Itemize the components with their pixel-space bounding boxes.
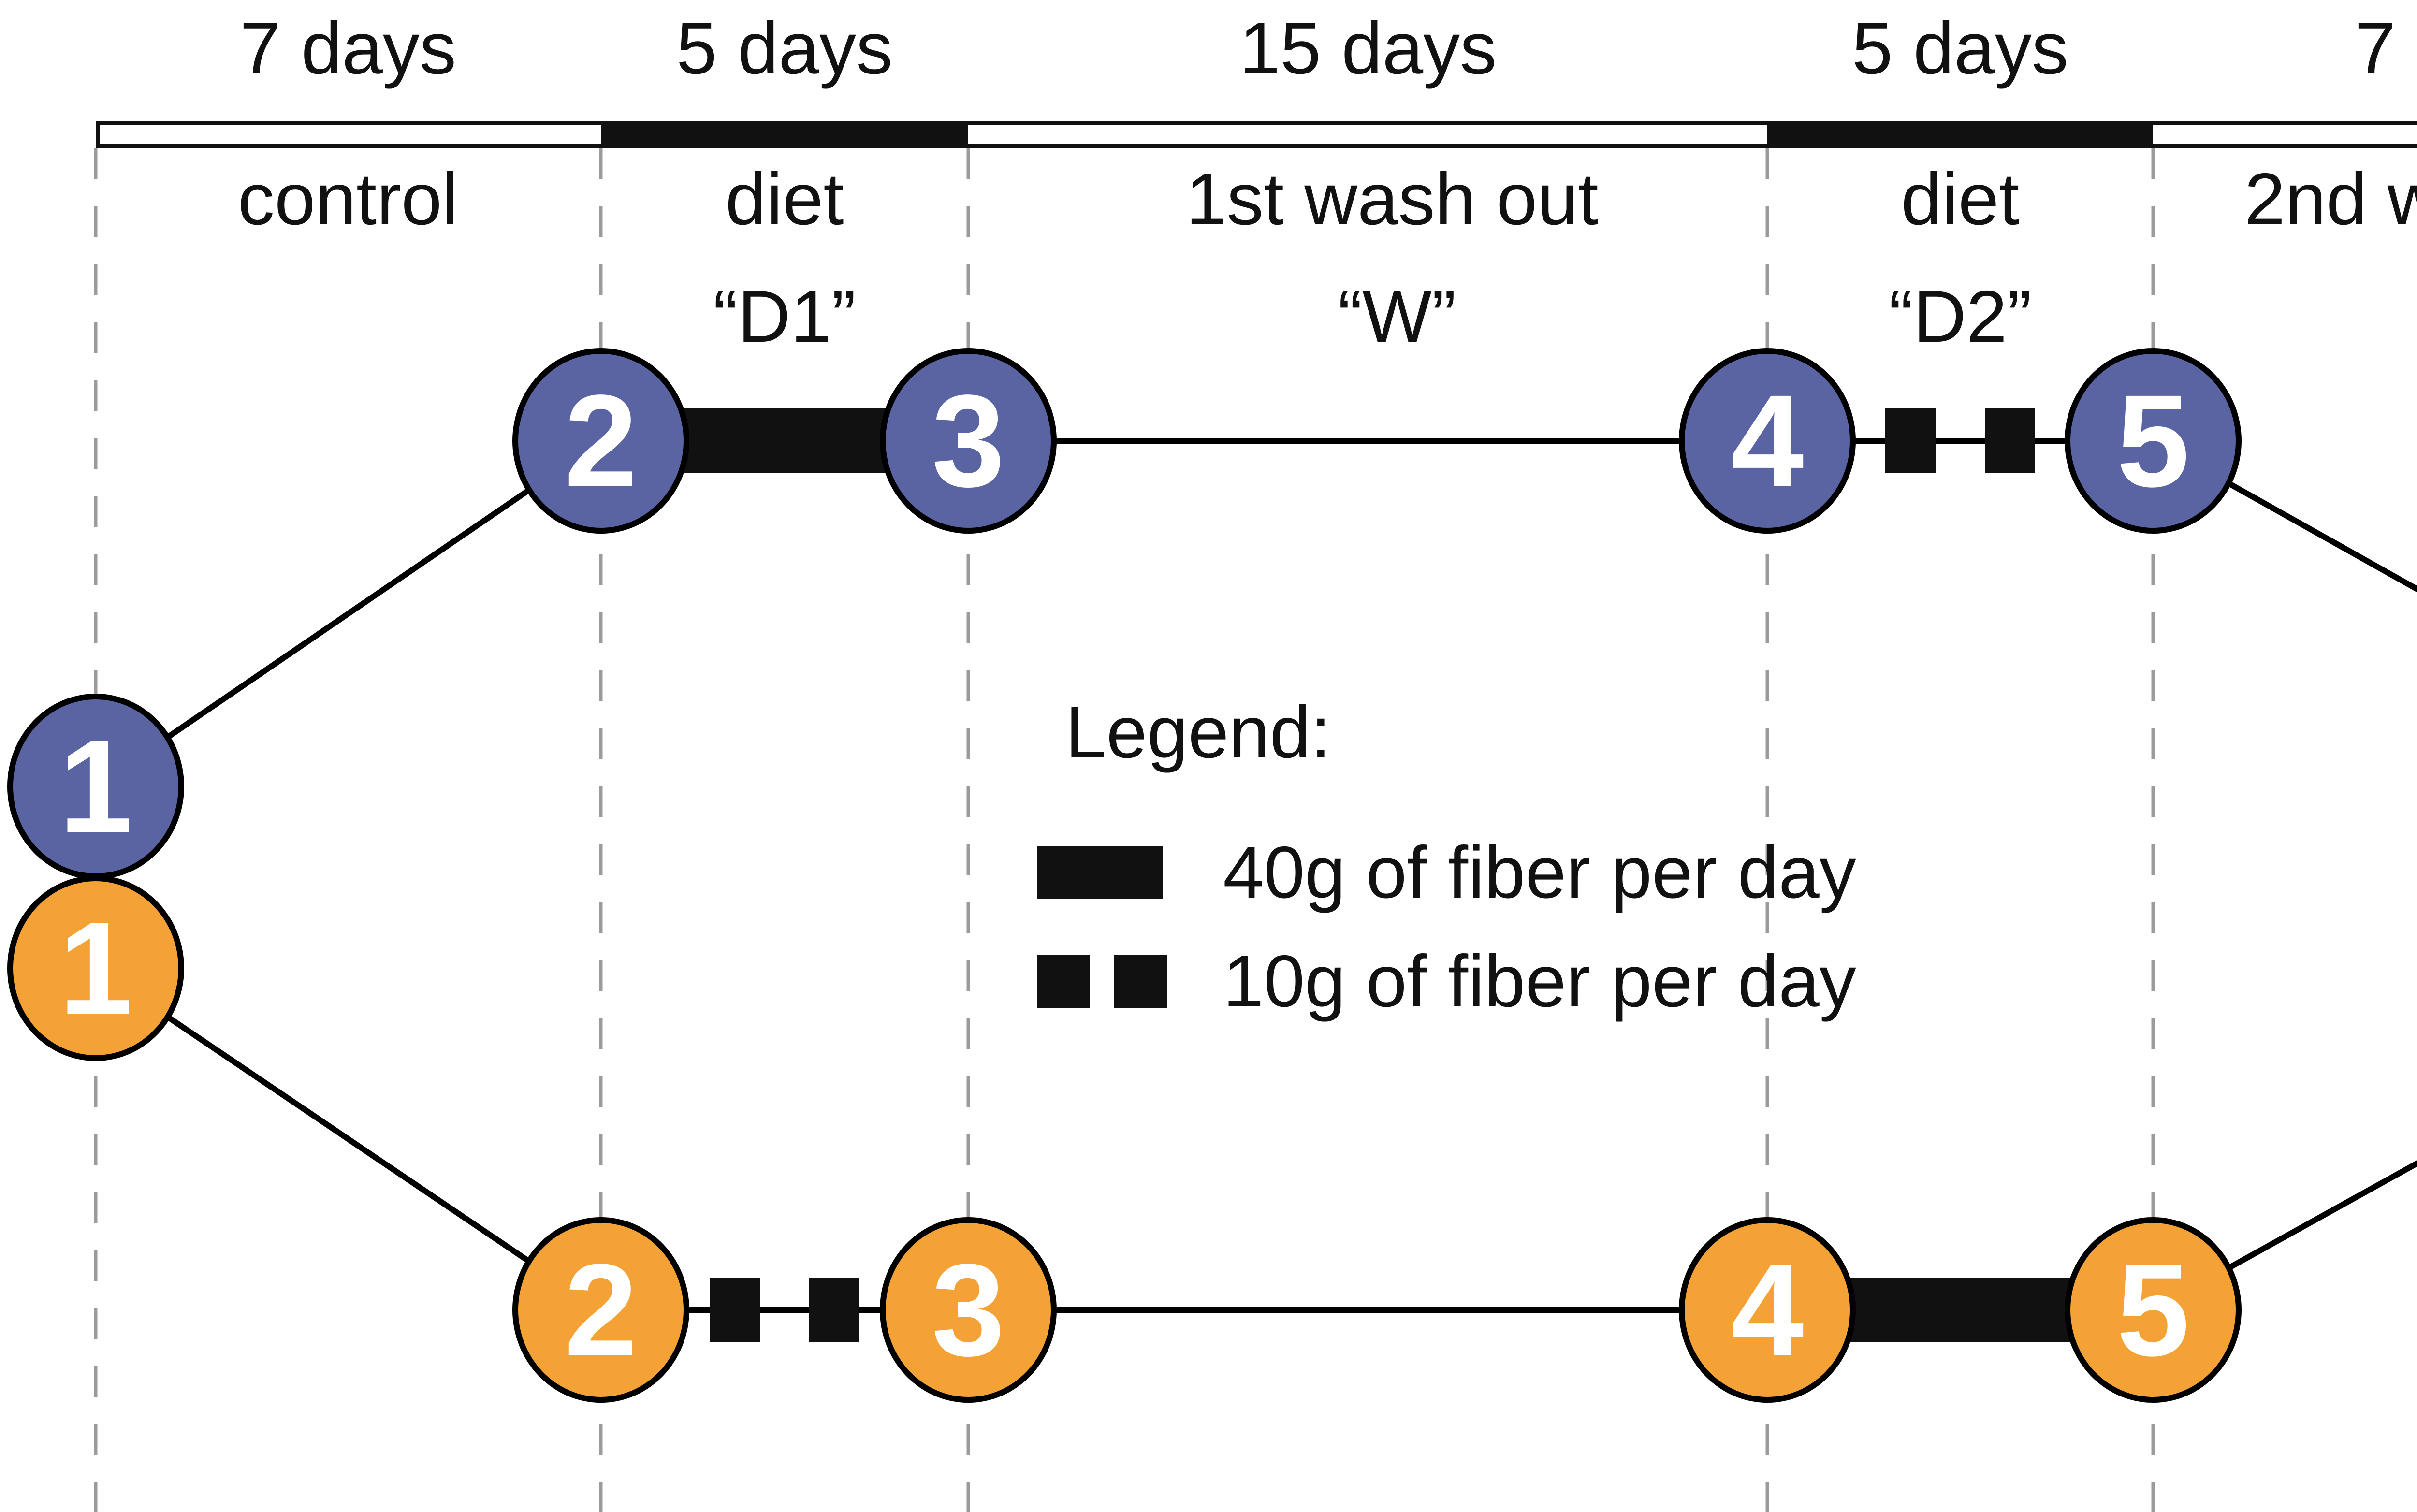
fiber-10g-dash-arm-a-1 [1885, 408, 1936, 473]
duration-label-diet2: 5 days [1852, 7, 2068, 89]
legend-title: Legend: [1065, 691, 1331, 773]
phase-label-control: control [237, 158, 459, 240]
legend-10g-square-swatch-1 [1037, 955, 1090, 1008]
timeline-diet2-segment [1767, 121, 2153, 148]
period-code-w: “W” [1338, 276, 1456, 358]
phase-label-washout2: 2nd wash out [2244, 158, 2417, 240]
fiber-10g-dashes [710, 408, 2035, 1342]
arm-b-link-5-6 [2152, 1160, 2417, 1313]
fiber-10g-dash-arm-b-2 [809, 1278, 859, 1342]
legend-40g-bar-swatch [1037, 846, 1163, 899]
phase-label-washout1: 1st wash out [1186, 158, 1599, 240]
arm-a-node-4: 4 [1679, 348, 1856, 534]
phase-label-diet1: diet [725, 158, 844, 240]
arm-b-link-1-2 [94, 966, 603, 1312]
arm-a-link-1-2 [94, 438, 603, 789]
legend-item-10g-label: 10g of fiber per day [1223, 940, 1856, 1022]
arm-b-node-2: 2 [512, 1217, 689, 1403]
fiber-10g-dash-arm-b-1 [710, 1278, 760, 1342]
arm-b-node-4: 4 [1679, 1217, 1856, 1403]
timeline-bar [96, 121, 2417, 148]
arm-a-node-3: 3 [880, 348, 1057, 534]
legend-item-40g-label: 40g of fiber per day [1223, 831, 1856, 914]
fiber-10g-dash-arm-a-2 [1985, 408, 2035, 473]
arm-a-link-5-6 [2152, 438, 2417, 593]
arm-a-node-1: 1 [7, 694, 184, 879]
phase-label-diet2: diet [1901, 158, 2020, 240]
arm-b-node-5: 5 [2065, 1217, 2242, 1403]
duration-label-diet1: 5 days [676, 7, 893, 89]
arm-b-node-1: 1 [7, 875, 184, 1061]
arm-a-node-5: 5 [2065, 348, 2242, 534]
arm-a-node-2: 2 [512, 348, 689, 534]
period-code-d2: “D2” [1889, 276, 2032, 358]
duration-label-washout2: 7 days [2355, 7, 2417, 89]
duration-label-control: 7 days [240, 7, 456, 89]
legend-10g-square-swatch-2 [1114, 955, 1167, 1008]
duration-label-washout1: 15 days [1239, 7, 1497, 89]
timeline-diet1-segment [601, 121, 968, 148]
arm-b-node-3: 3 [880, 1217, 1057, 1403]
period-code-d1: “D1” [713, 276, 856, 358]
